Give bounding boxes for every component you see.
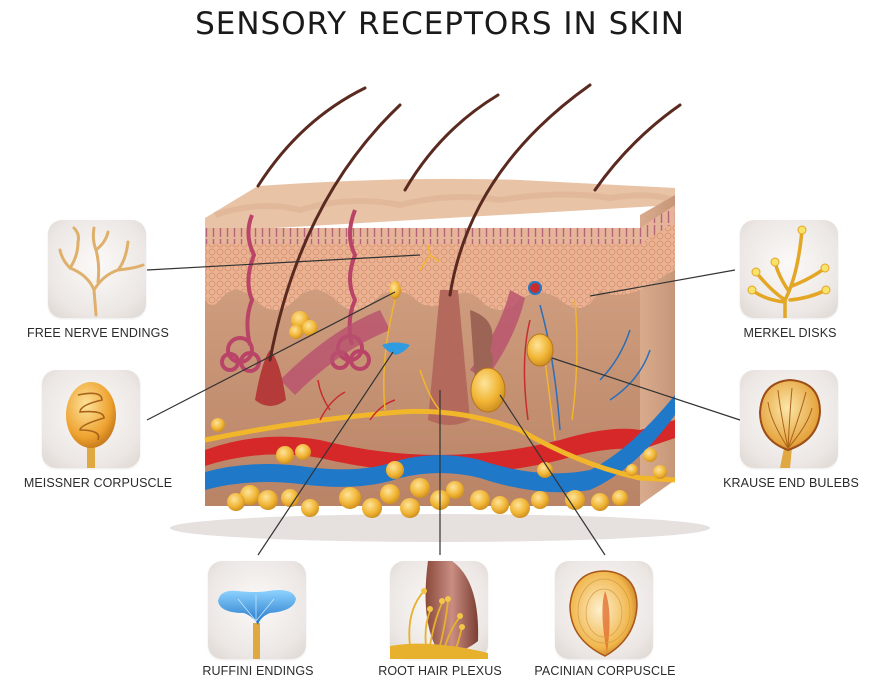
receptor-card-meissner-corpuscle (42, 370, 140, 468)
stratum-layer (205, 228, 640, 244)
sebaceous-gland (289, 311, 318, 339)
receptor-card-ruffini-endings (208, 561, 306, 659)
receptor-label-root-hair-plexus: ROOT HAIR PLEXUS (378, 664, 502, 678)
receptor-card-free-nerve-endings (48, 220, 146, 318)
free-nerve-endings-icon (58, 226, 145, 317)
merkel-disks-icon (747, 225, 831, 318)
receptor-card-merkel-disks (740, 220, 838, 318)
receptor-label-krause-end-bulbs: KRAUSE END BULEBS (723, 476, 859, 490)
pacinian-in-skin (470, 367, 506, 413)
meissner-corpuscle-icon (66, 382, 116, 468)
nerve-bundle (204, 408, 676, 483)
krause-in-skin (526, 333, 554, 367)
receptor-label-free-nerve-endings: FREE NERVE ENDINGS (27, 326, 169, 340)
receptor-label-meissner-corpuscle: MEISSNER CORPUSCLE (23, 476, 173, 490)
receptor-label-ruffini-endings: RUFFINI ENDINGS (202, 664, 314, 678)
krause-end-bulbs-icon (758, 378, 822, 468)
pacinian-corpuscle-icon (569, 570, 638, 657)
meissner-in-skin (389, 281, 401, 299)
artery (205, 420, 675, 474)
root-hair-plexus-icon (390, 561, 488, 659)
hair-follicle (428, 290, 470, 425)
leader-lines (146, 254, 741, 556)
ruffini-endings-icon (218, 590, 296, 659)
hairs (256, 83, 682, 362)
receptor-label-merkel-disks: MERKEL DISKS (743, 326, 837, 340)
receptor-card-pacinian-corpuscle (555, 561, 653, 659)
receptor-label-pacinian-corpuscle: PACINIAN CORPUSCLE (534, 664, 676, 678)
receptor-card-krause-end-bulbs (740, 370, 838, 468)
receptor-card-root-hair-plexus (390, 561, 488, 659)
ruffini-in-skin (382, 342, 410, 355)
page-title: SENSORY RECEPTORS IN SKIN (195, 6, 685, 42)
free-nerve-endings-in-skin (419, 244, 441, 271)
fat-cells (211, 418, 667, 518)
